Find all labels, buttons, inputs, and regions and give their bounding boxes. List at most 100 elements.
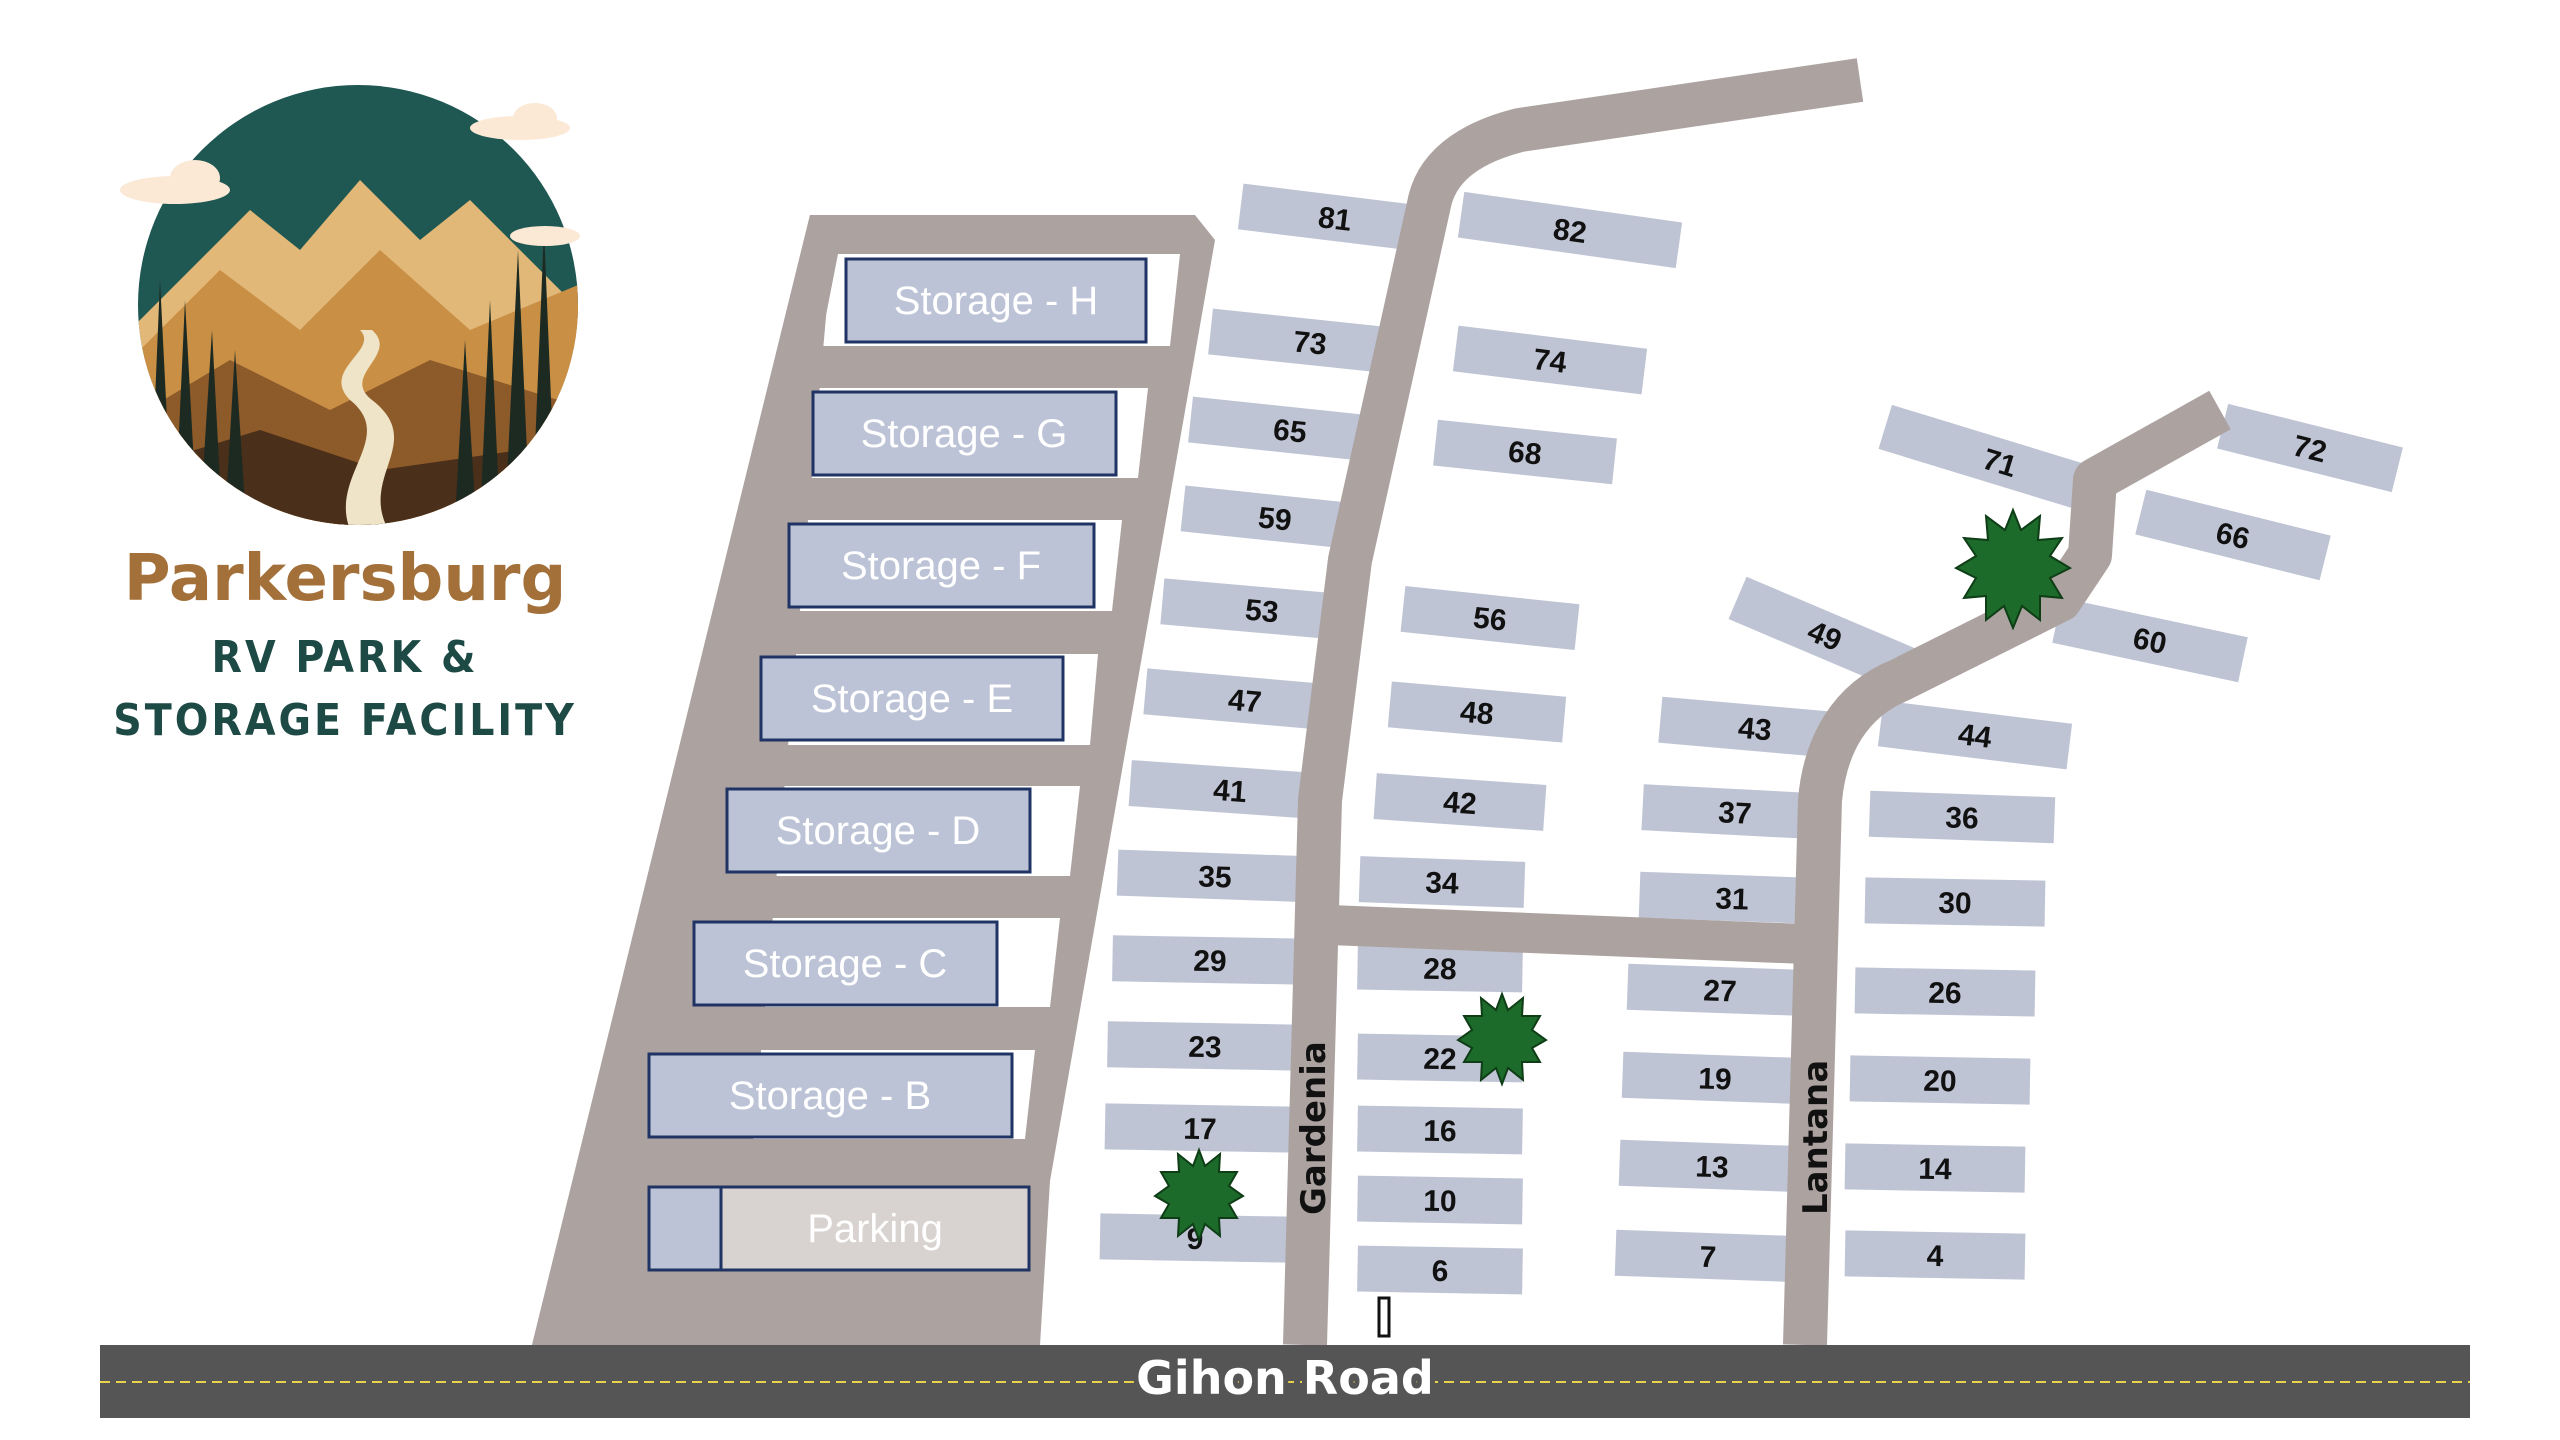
rv-site-pad (1357, 943, 1523, 993)
rv-site-4[interactable]: 4 (1844, 1230, 2026, 1280)
gardenia-label: Gardenia (1294, 1041, 1334, 1215)
rv-site-pad (1626, 963, 1814, 1017)
rv-site-pad (1864, 877, 2046, 927)
rv-site-14[interactable]: 14 (1844, 1143, 2026, 1193)
rv-site-number: 48 (1459, 696, 1495, 732)
storage-g[interactable]: Storage - G (811, 390, 1118, 477)
rv-site-6[interactable]: 6 (1357, 1245, 1523, 1295)
park-logo: Parkersburg RV PARK & STORAGE FACILITY (113, 85, 580, 746)
rv-site-36[interactable]: 36 (1868, 790, 2056, 844)
storage-e[interactable]: Storage - E (759, 655, 1065, 742)
rv-site-71[interactable]: 71 (1878, 404, 2122, 520)
rv-site-53[interactable]: 53 (1160, 578, 1364, 642)
rv-site-81[interactable]: 81 (1237, 183, 1433, 253)
rv-site-pad (2217, 403, 2403, 493)
rv-site-48[interactable]: 48 (1387, 681, 1567, 743)
rv-site-pad (1357, 1105, 1523, 1155)
rv-site-pad (1877, 700, 2073, 770)
rv-site-34[interactable]: 34 (1358, 856, 1526, 908)
gardenia-road (1283, 58, 1864, 1346)
rv-site-number: 81 (1316, 201, 1353, 238)
rv-site-pad (1373, 773, 1547, 831)
rv-site-68[interactable]: 68 (1433, 419, 1617, 485)
rv-site-26[interactable]: 26 (1854, 967, 2036, 1017)
storage-e-label: Storage - E (811, 677, 1013, 721)
rv-site-72[interactable]: 72 (2217, 403, 2403, 493)
rv-site-31[interactable]: 31 (1638, 871, 1826, 925)
rv-site-pad (1208, 308, 1412, 376)
rv-site-44[interactable]: 44 (1877, 700, 2073, 770)
storage-area (532, 215, 1215, 1345)
rv-site-number: 66 (2212, 516, 2252, 556)
rv-site-41[interactable]: 41 (1128, 760, 1332, 820)
rv-site-27[interactable]: 27 (1626, 963, 1814, 1017)
brand-name: Parkersburg (124, 542, 567, 616)
rv-site-pad (1357, 1175, 1523, 1225)
lantana-road (1783, 390, 2231, 1346)
rv-site-28[interactable]: 28 (1357, 943, 1523, 993)
tree-icon (1456, 991, 1548, 1087)
rv-site-number: 37 (1717, 796, 1752, 831)
rv-site-number: 59 (1257, 501, 1294, 537)
entrance-marker (1377, 1296, 1391, 1338)
storage-h[interactable]: Storage - H (844, 257, 1148, 344)
rv-site-19[interactable]: 19 (1621, 1051, 1809, 1105)
rv-site-number: 56 (1472, 601, 1509, 637)
rv-site-number: 4 (1926, 1240, 1944, 1273)
storage-d[interactable]: Storage - D (725, 787, 1032, 874)
rv-site-73[interactable]: 73 (1208, 308, 1412, 376)
rv-site-37[interactable]: 37 (1641, 784, 1829, 840)
storage-units: Storage - H Storage - G Storage - F Stor… (647, 257, 1148, 1272)
parking-area[interactable]: Parking (647, 1185, 1031, 1272)
rv-site-65[interactable]: 65 (1188, 396, 1392, 464)
rv-site-42[interactable]: 42 (1373, 773, 1547, 831)
rv-site-10[interactable]: 10 (1357, 1175, 1523, 1225)
rv-site-7[interactable]: 7 (1614, 1229, 1802, 1283)
rv-site-13[interactable]: 13 (1618, 1139, 1806, 1193)
rv-site-pad (1452, 325, 1648, 395)
rv-site-number: 42 (1442, 786, 1478, 821)
rv-site-49[interactable]: 49 (1728, 576, 1922, 694)
rv-site-60[interactable]: 60 (2052, 597, 2248, 683)
rv-site-66[interactable]: 66 (2135, 489, 2331, 581)
rv-site-number: 7 (1699, 1241, 1717, 1275)
rv-site-pad (2135, 489, 2331, 581)
rv-site-pad (1143, 668, 1347, 732)
rv-site-20[interactable]: 20 (1849, 1055, 2031, 1105)
storage-b[interactable]: Storage - B (647, 1052, 1014, 1139)
parking-label: Parking (807, 1207, 943, 1251)
rv-site-number: 44 (1956, 718, 1993, 755)
rv-site-35[interactable]: 35 (1116, 849, 1314, 903)
storage-c-label: Storage - C (743, 942, 948, 986)
rv-site-43[interactable]: 43 (1658, 696, 1852, 760)
rv-site-23[interactable]: 23 (1107, 1021, 1303, 1071)
rv-site-59[interactable]: 59 (1180, 485, 1370, 551)
rv-site-74[interactable]: 74 (1452, 325, 1648, 395)
rv-site-number: 10 (1423, 1185, 1457, 1219)
rv-site-number: 74 (1531, 343, 1568, 380)
rv-site-pad (1844, 1230, 2026, 1280)
storage-f[interactable]: Storage - F (787, 522, 1096, 609)
brand-subtitle-line-2: STORAGE FACILITY (113, 695, 577, 746)
rv-site-56[interactable]: 56 (1400, 585, 1580, 651)
rv-site-pad (1188, 396, 1392, 464)
storage-f-label: Storage - F (841, 544, 1041, 588)
brand-subtitle-line-1: RV PARK & (212, 632, 479, 683)
rv-site-number: 35 (1198, 860, 1233, 894)
rv-site-number: 19 (1698, 1062, 1733, 1096)
gihon-road-label: Gihon Road (1136, 1351, 1434, 1405)
storage-c[interactable]: Storage - C (692, 920, 999, 1007)
rv-site-16[interactable]: 16 (1357, 1105, 1523, 1155)
rv-site-17[interactable]: 17 (1104, 1103, 1296, 1153)
rv-site-29[interactable]: 29 (1112, 935, 1308, 985)
rv-site-number: 72 (2289, 429, 2329, 469)
rv-site-82[interactable]: 82 (1457, 191, 1683, 269)
rv-site-number: 53 (1244, 594, 1280, 630)
rv-site-number: 47 (1227, 684, 1263, 720)
rv-site-30[interactable]: 30 (1864, 877, 2046, 927)
rv-site-number: 73 (1292, 325, 1329, 361)
rv-site-47[interactable]: 47 (1143, 668, 1347, 732)
tree-icon (1153, 1147, 1245, 1243)
rv-site-pad (1878, 404, 2122, 520)
